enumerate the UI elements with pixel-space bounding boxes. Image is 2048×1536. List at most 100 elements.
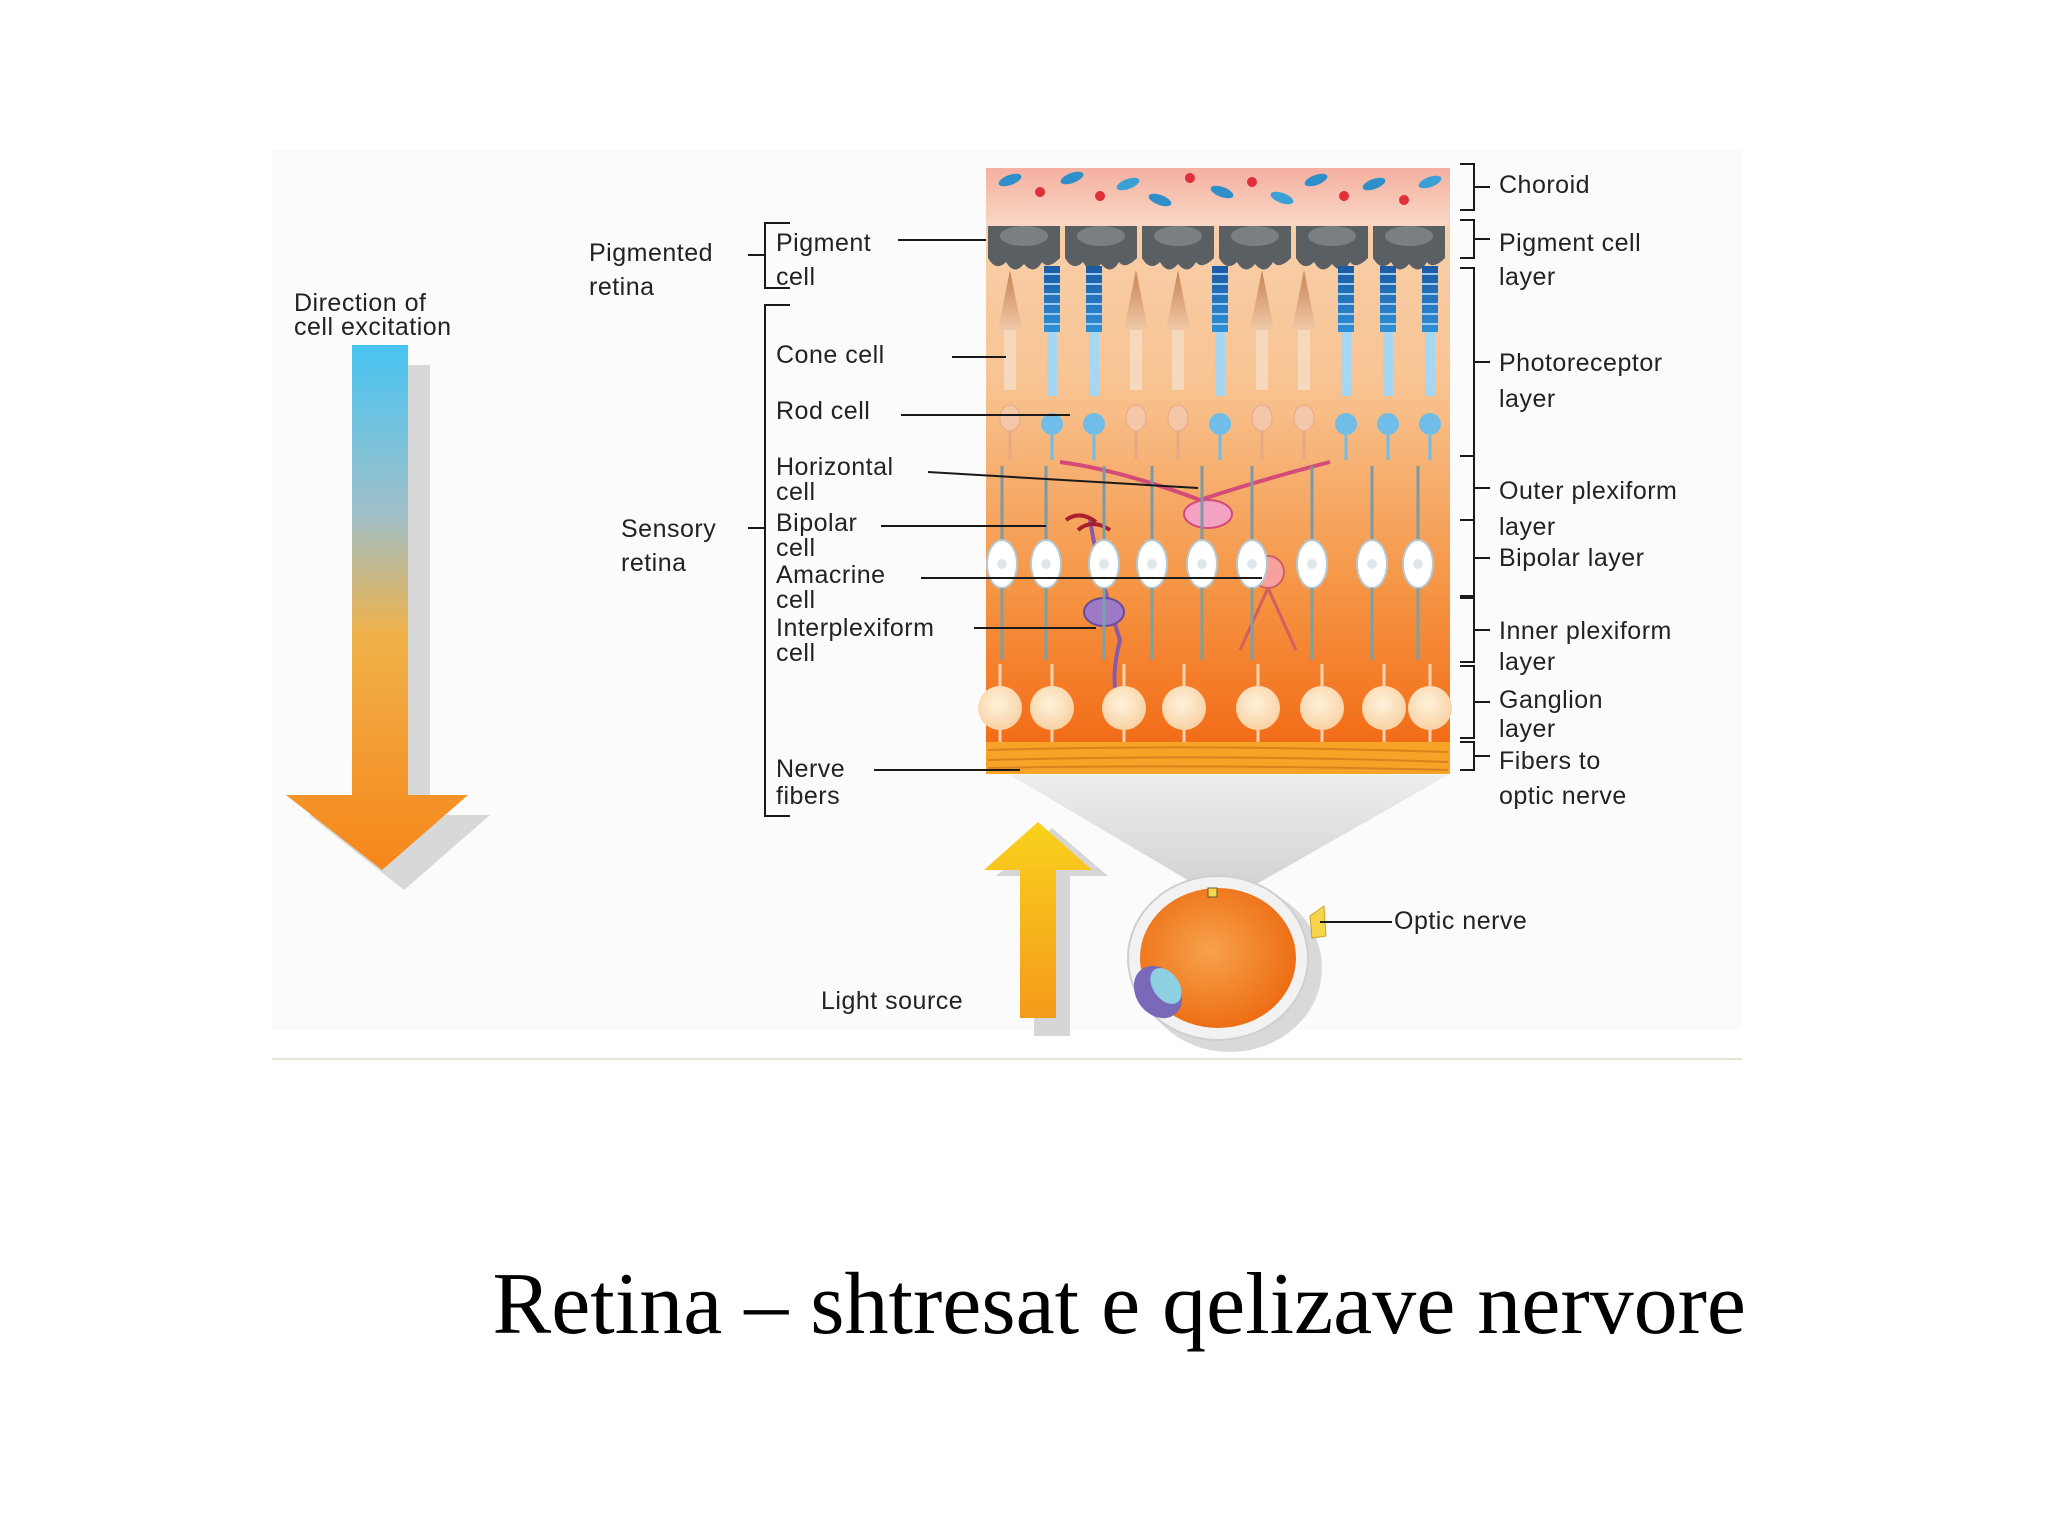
cone-cell-label: Cone cell	[776, 341, 885, 369]
photoreceptor-row	[998, 266, 1441, 460]
cone-nucleus	[1293, 404, 1315, 432]
choroid-region	[986, 168, 1450, 226]
cone-nucleus	[1125, 404, 1147, 432]
ganglion-cell-body	[1362, 686, 1406, 730]
pigment-nucleus	[1154, 226, 1202, 246]
cone-inner-segment	[1004, 330, 1016, 390]
magnification-funnel	[1010, 775, 1448, 898]
slide-caption: Retina – shtresat e qelizave nervore	[492, 1256, 1746, 1353]
amacrine-cell-process	[1238, 587, 1298, 651]
cone-outer-segment	[1292, 270, 1316, 330]
rod-outer-segment	[1044, 266, 1060, 332]
blood-cell	[1210, 185, 1234, 199]
rod-nucleus	[1041, 413, 1063, 435]
rod-inner-segment	[1089, 332, 1099, 396]
ganglion-cell-body	[1236, 686, 1280, 730]
cone-nucleus	[1167, 404, 1189, 432]
rod-cell-label: Rod cell	[776, 397, 871, 425]
cone-outer-segment	[1250, 270, 1274, 330]
pigmented-retina-bracket	[748, 222, 790, 289]
nerve-fiber-lines	[987, 746, 1449, 771]
neuron-row	[978, 460, 1452, 744]
cone-outer-segment	[1124, 270, 1148, 330]
light-source-arrow	[984, 822, 1108, 1036]
cone-nucleus	[999, 404, 1021, 432]
pigment-nucleus	[1000, 226, 1048, 246]
layer-bracket	[1460, 741, 1490, 771]
horizontal-cell-body	[1183, 499, 1233, 529]
rod-inner-segment	[1383, 332, 1393, 396]
rod-outer-segment	[1338, 266, 1354, 332]
blood-cell	[1270, 191, 1294, 205]
ganglion-cell-body	[1030, 686, 1074, 730]
blood-cell	[998, 173, 1022, 187]
blood-cell	[1362, 177, 1386, 191]
rod-nucleus	[1083, 413, 1105, 435]
excitation-arrow	[286, 345, 490, 890]
blood-cell	[1095, 191, 1105, 201]
retina-tissue-block	[978, 168, 1452, 774]
pigment-nucleus	[1308, 226, 1356, 246]
rod-inner-segment	[1341, 332, 1351, 396]
pigment-cell-row	[988, 226, 1445, 270]
choroid-blood-vessels	[998, 171, 1442, 207]
ganglion-cell-body	[978, 686, 1022, 730]
blood-cell	[1060, 171, 1084, 185]
ganglion-cell-body	[1408, 686, 1452, 730]
layer-bracket	[1460, 519, 1490, 597]
rod-outer-segment	[1212, 266, 1228, 332]
blood-cell	[1185, 172, 1195, 183]
rod-inner-segment	[1425, 332, 1435, 396]
blood-cell	[1399, 195, 1409, 205]
ganglion-cell-body	[1102, 686, 1146, 730]
cone-outer-segment	[1166, 270, 1190, 330]
cone-inner-segment	[1130, 330, 1142, 390]
layer-bracket	[1460, 163, 1490, 211]
rod-outer-segment	[1086, 266, 1102, 332]
ganglion-cell-body	[1300, 686, 1344, 730]
optic-nerve-label: Optic nerve	[1394, 907, 1528, 935]
cone-inner-segment	[1298, 330, 1310, 390]
leader-lines	[748, 163, 1490, 923]
rod-outer-segment	[1422, 266, 1438, 332]
layer-bracket	[1460, 219, 1490, 259]
layer-bracket	[1460, 597, 1490, 663]
pigment-nucleus	[1385, 226, 1433, 246]
cone-outer-segment	[998, 270, 1022, 330]
rod-outer-segment	[1380, 266, 1396, 332]
eyeball-illustration	[1127, 875, 1327, 1052]
blood-cell	[1418, 175, 1442, 189]
synapse-marker	[1064, 513, 1112, 532]
pigment-nucleus	[1231, 226, 1279, 246]
blood-cell	[1247, 177, 1257, 187]
cone-inner-segment	[1256, 330, 1268, 390]
rod-inner-segment	[1047, 332, 1057, 396]
choroid-label: Choroid	[1499, 171, 1591, 199]
divider-line	[272, 1058, 1742, 1060]
rod-nucleus	[1419, 413, 1441, 435]
layer-bracket	[1460, 665, 1490, 739]
blood-cell	[1116, 177, 1140, 191]
ganglion-cell-body	[1162, 686, 1206, 730]
rod-inner-segment	[1215, 332, 1225, 396]
cone-nucleus	[1251, 404, 1273, 432]
rod-nucleus	[1377, 413, 1399, 435]
blood-cell	[1035, 187, 1045, 197]
blood-cell	[1304, 173, 1328, 187]
